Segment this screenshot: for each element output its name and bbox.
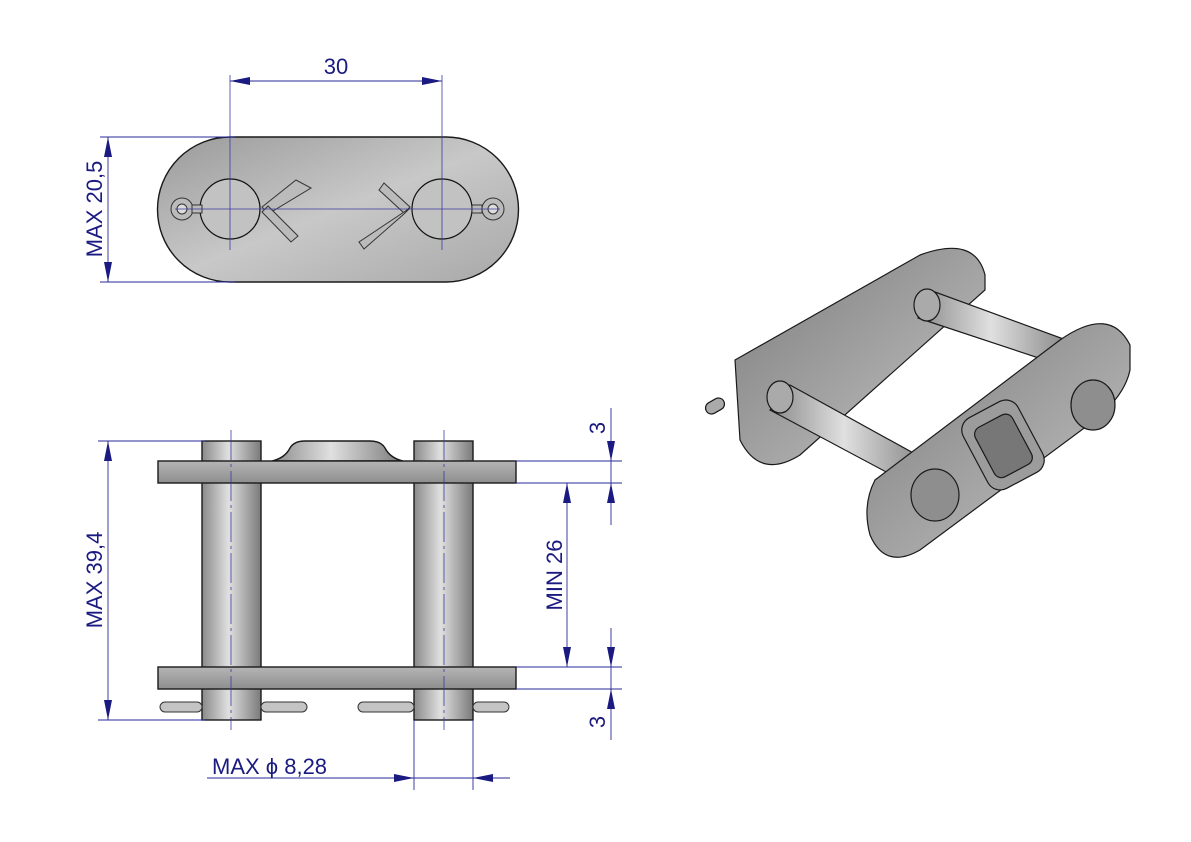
isometric-view <box>704 247 1131 558</box>
outer-plate-bottom <box>157 666 517 690</box>
outer-plate-top <box>157 460 517 484</box>
plate-thickness-bottom-dimension: 3 <box>585 716 610 728</box>
plate-height-dimension: MAX 20,5 <box>82 161 107 258</box>
pitch-dimension: 30 <box>324 54 348 79</box>
cotter-pin-right <box>358 182 505 250</box>
top-view: 30 MAX 20,5 <box>82 54 520 283</box>
iso-pin-end-right <box>1070 379 1116 431</box>
iso-pin-end-left <box>910 468 960 522</box>
side-view: MAX 39,4 MIN 26 3 3 MAX ϕ 8,28 <box>82 408 622 790</box>
link-plate-top <box>156 136 520 283</box>
overall-width-dimension: MAX 39,4 <box>82 532 107 629</box>
inner-width-dimension: MIN 26 <box>542 540 567 611</box>
plate-thickness-top-dimension: 3 <box>585 422 610 434</box>
cotter-pins-side <box>159 701 510 713</box>
spring-clip-bump <box>271 440 404 462</box>
pin-diameter-dimension: MAX ϕ 8,28 <box>212 754 327 779</box>
